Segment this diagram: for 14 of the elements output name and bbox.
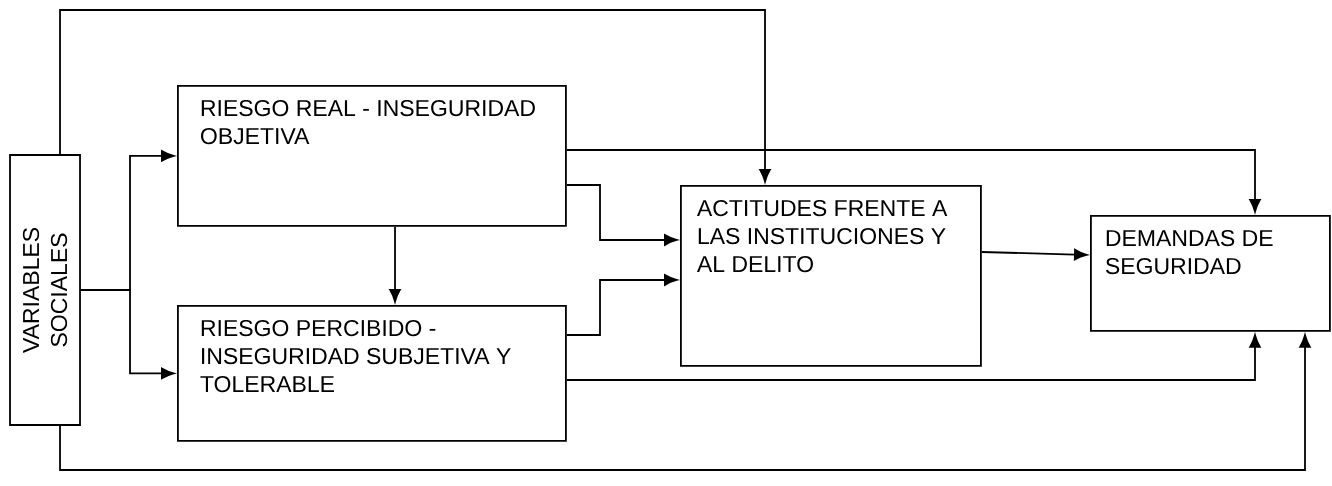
arrow <box>59 9 771 183</box>
arrow <box>80 289 175 380</box>
arrow <box>59 334 1311 471</box>
arrow <box>565 184 678 246</box>
arrow <box>389 225 401 303</box>
text-box: RIESGO REAL - INSEGURIDAD OBJETIVA <box>177 85 567 227</box>
text-box: VARIABLES SOCIALES <box>9 154 81 426</box>
arrow <box>565 274 678 336</box>
text-box: ACTITUDES FRENTE A LAS INSTITUCIONES Y AL DELITO <box>680 185 982 367</box>
text-box: RIESGO PERCIBIDO - INSEGURIDAD SUBJETIVA Y TOLERABLE <box>177 305 567 442</box>
arrow <box>980 248 1088 261</box>
text-box: DEMANDAS DE SEGURIDAD <box>1090 215 1331 332</box>
arrow <box>565 334 1261 381</box>
arrow <box>565 149 1261 213</box>
